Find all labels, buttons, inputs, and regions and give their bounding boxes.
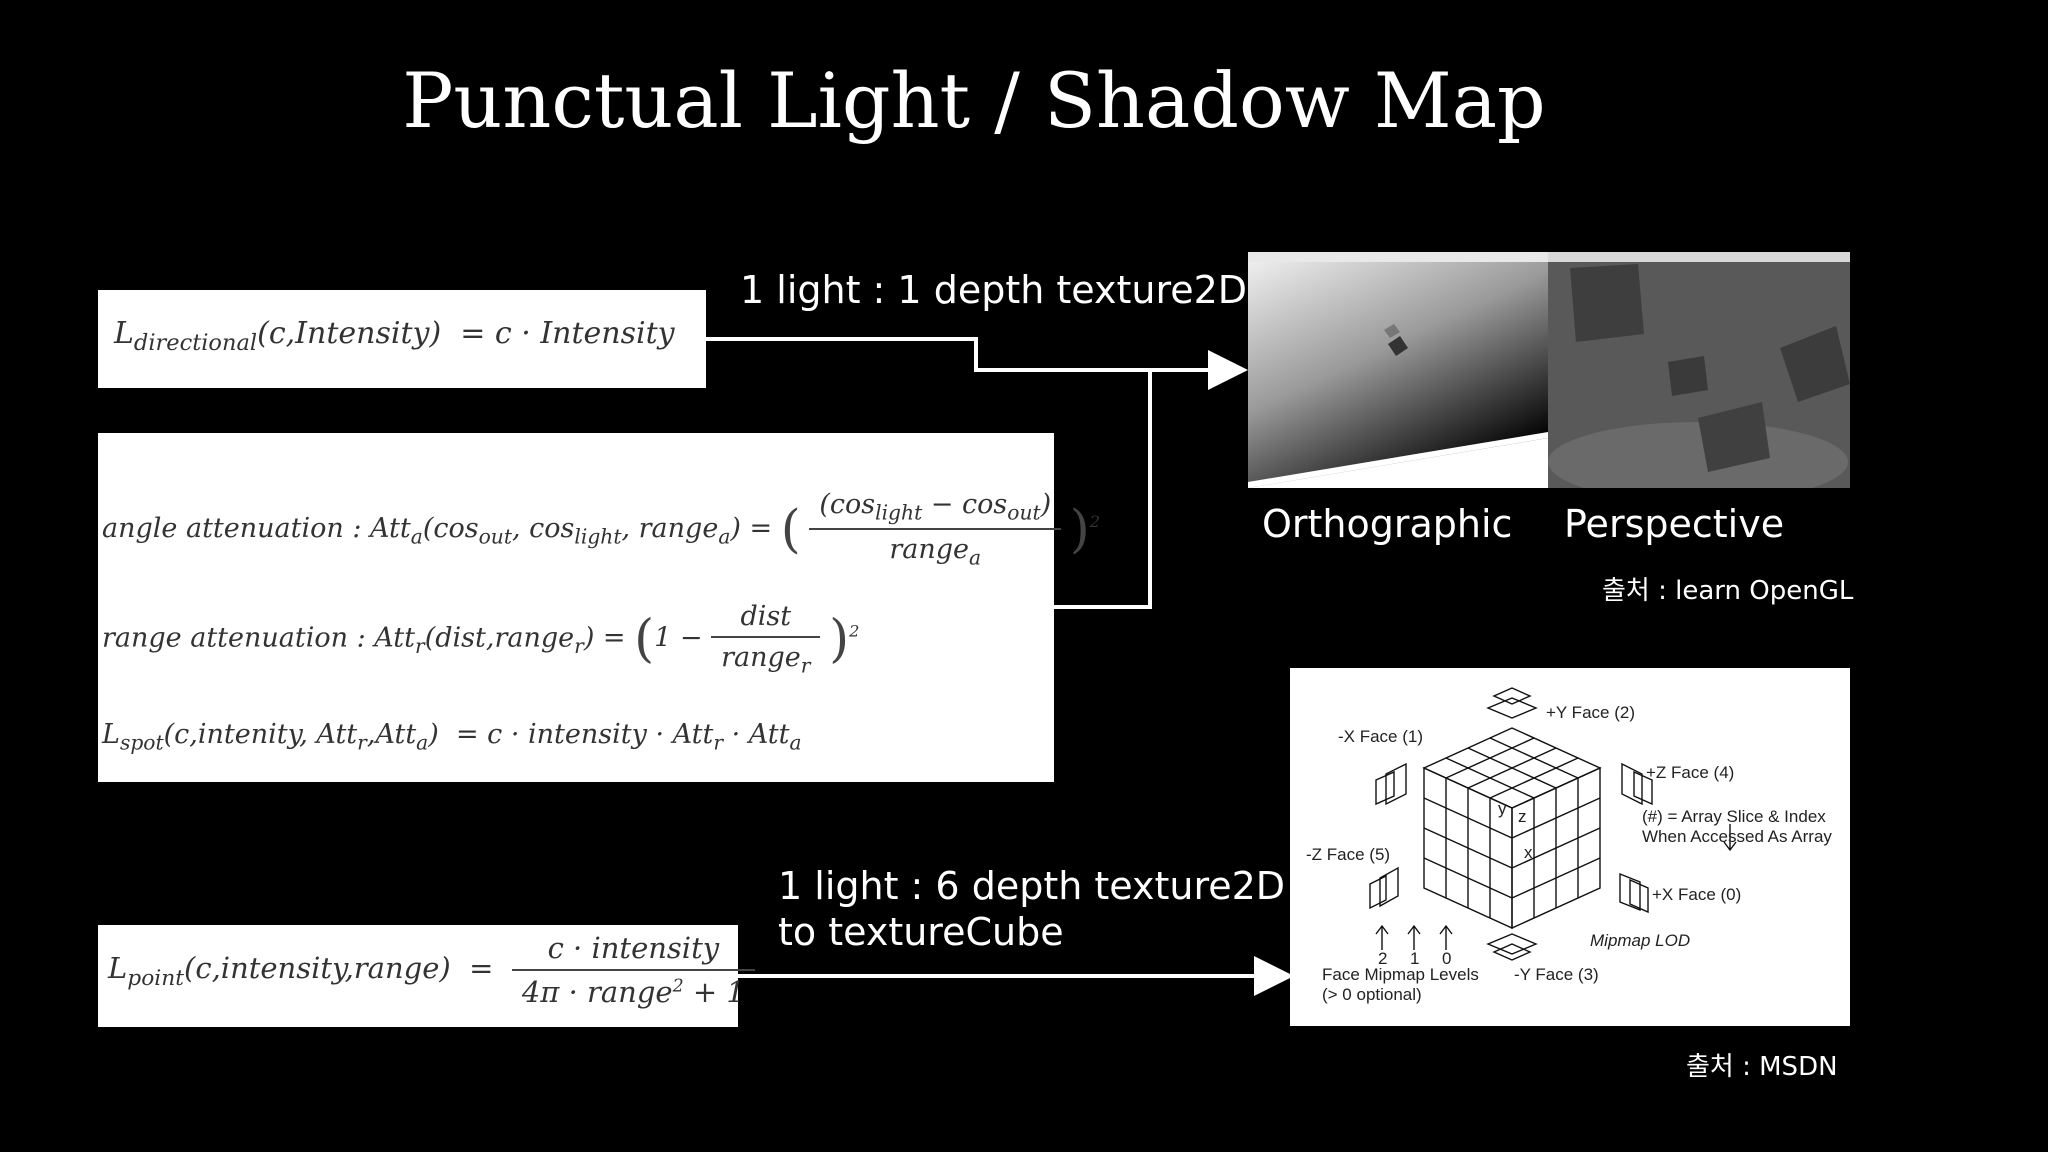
axis-x-label: x <box>1524 843 1533 862</box>
angle-attenuation-equation: angle attenuation : Atta(cosout, cosligh… <box>102 489 1101 570</box>
face-mip-levels-line2: (> 0 optional) <box>1322 985 1422 1004</box>
z-pos-face-label: +Z Face (4) <box>1646 763 1734 782</box>
y-neg-face-label: -Y Face (3) <box>1514 965 1599 984</box>
y-pos-face-label: +Y Face (2) <box>1546 703 1635 722</box>
mip-level-1: 1 <box>1410 949 1419 968</box>
range-fraction: dist ranger <box>711 601 821 677</box>
x-neg-face-label: -X Face (1) <box>1338 727 1423 746</box>
array-note-line1: (#) = Array Slice & Index <box>1642 807 1826 826</box>
orthographic-label: Orthographic <box>1262 502 1513 546</box>
axis-y-label: y <box>1498 799 1507 818</box>
point-fraction: c · intensity 4π · range2 + 1 <box>511 931 755 1009</box>
directional-equation: Ldirectional(c,Intensity) = c · Intensit… <box>114 316 675 356</box>
perspective-shadow-map-image <box>1548 252 1850 488</box>
spot-equation: Lspot(c,intenity, Attr,Atta) = c · inten… <box>102 719 802 755</box>
orthographic-shadow-map-image <box>1248 252 1548 488</box>
directional-equation-box: Ldirectional(c,Intensity) = c · Intensit… <box>98 290 706 388</box>
slide-title: Punctual Light / Shadow Map <box>402 56 1546 145</box>
point-equation-box: Lpoint(c,intensity,range) = c · intensit… <box>98 925 755 1027</box>
source-msdn: 출처 : MSDN <box>1686 1052 1838 1082</box>
source-opengl: 출처 : learn OpenGL <box>1602 576 1854 606</box>
perspective-label: Perspective <box>1564 502 1785 546</box>
directional-map-caption: 1 light : 1 depth texture2D <box>740 268 1248 312</box>
face-mip-levels-line1: Face Mipmap Levels <box>1322 965 1479 984</box>
spot-equations-box: angle attenuation : Atta(cosout, cosligh… <box>98 433 1100 782</box>
mipmap-lod-label: Mipmap LOD <box>1590 931 1690 950</box>
cubemap-drawing: +Y Face (2) -X Face (1) +Z Face (4) (#) … <box>1306 687 1832 1004</box>
array-note-line2: When Accessed As Array <box>1642 827 1832 846</box>
point-map-caption-line2: to textureCube <box>778 910 1064 954</box>
mip-level-0: 0 <box>1442 949 1451 968</box>
spot-connector <box>1054 370 1152 609</box>
mip-level-2: 2 <box>1378 949 1387 968</box>
point-equation: Lpoint(c,intensity,range) = c · intensit… <box>108 931 755 1009</box>
z-neg-face-label: -Z Face (5) <box>1306 845 1390 864</box>
angle-fraction: (coslight − cosout) rangea <box>809 489 1062 570</box>
directional-connector <box>706 337 1248 390</box>
range-attenuation-equation: range attenuation : Attr(dist,ranger) = … <box>102 601 860 678</box>
x-pos-face-label: +X Face (0) <box>1652 885 1741 904</box>
point-map-caption-line1: 1 light : 6 depth texture2D <box>778 864 1286 908</box>
cubemap-diagram: +Y Face (2) -X Face (1) +Z Face (4) (#) … <box>1290 668 1850 1026</box>
axis-z-label: z <box>1518 807 1527 826</box>
